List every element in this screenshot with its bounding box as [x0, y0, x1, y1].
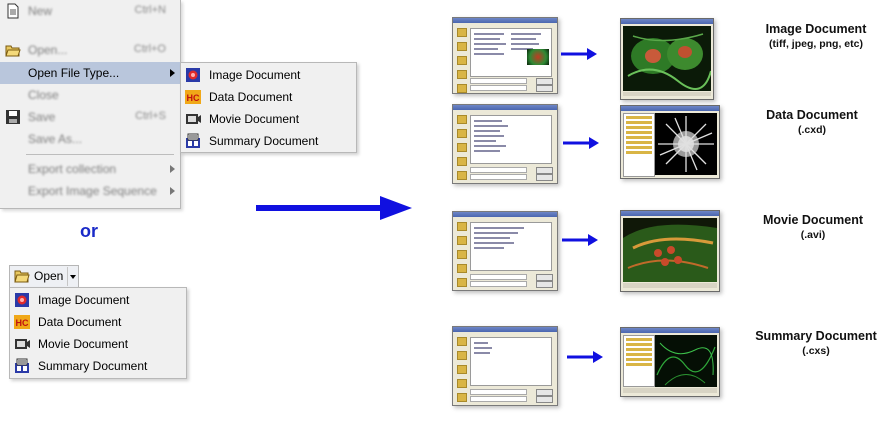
- open-dialog-data: [452, 104, 558, 184]
- chevron-down-icon: [70, 275, 76, 279]
- data-tree-panel: [623, 113, 655, 177]
- menu-item-export-image-sequence[interactable]: Export Image Sequence: [0, 180, 180, 202]
- submenu-item-data-document[interactable]: HC Data Document: [185, 90, 293, 104]
- dropdown-item-data-document[interactable]: HC Data Document: [14, 315, 122, 329]
- arrow-right-icon: [567, 351, 603, 363]
- open-folder-icon: [14, 270, 30, 283]
- svg-text:HC: HC: [16, 318, 29, 328]
- star-specimen-image: [655, 113, 717, 175]
- summary-document-window: [620, 327, 720, 397]
- menu-item-save-as[interactable]: Save As...: [28, 132, 83, 146]
- submenu-arrow-icon: [170, 165, 175, 173]
- movie-document-icon: [186, 114, 201, 124]
- submenu-arrow-icon: [170, 69, 175, 77]
- menu-item-open-file-type[interactable]: Open File Type...: [0, 62, 180, 84]
- big-arrow-icon: [256, 196, 412, 220]
- open-dropdown-toggle[interactable]: [67, 267, 78, 286]
- menu-item-open[interactable]: Open... Ctrl+O: [0, 39, 180, 61]
- menu-item-close[interactable]: Close: [28, 88, 59, 102]
- open-file-type-submenu: Image Document HC Data Document Movie Do…: [180, 62, 357, 153]
- caption-summary-document: Summary Document (.cxs): [755, 329, 877, 357]
- submenu-item-image-document[interactable]: Image Document: [181, 64, 356, 86]
- image-document-icon: [15, 293, 29, 307]
- data-document-icon: HC: [14, 315, 30, 329]
- data-document-icon: HC: [185, 90, 201, 104]
- open-dialog-image: [452, 17, 558, 94]
- dropdown-item-image-document[interactable]: Image Document: [10, 289, 186, 311]
- open-dialog-summary: [452, 326, 558, 406]
- new-file-icon: [7, 3, 19, 19]
- caption-image-document: Image Document (tiff, jpeg, png, etc): [765, 22, 867, 50]
- arrow-right-icon: [563, 137, 599, 149]
- dropdown-item-summary-document[interactable]: Summary Document: [10, 355, 186, 377]
- summary-image: [655, 335, 717, 387]
- summary-tree-panel: [623, 335, 655, 387]
- file-menu: New Ctrl+N Open... Ctrl+O Open File Type…: [0, 0, 181, 209]
- summary-document-icon: [186, 133, 200, 148]
- submenu-item-summary-document[interactable]: Summary Document: [181, 130, 356, 152]
- svg-text:HC: HC: [187, 93, 200, 103]
- caption-movie-document: Movie Document (.avi): [762, 213, 863, 241]
- summary-document-icon: [15, 358, 29, 373]
- movie-document-icon: [15, 339, 30, 349]
- submenu-item-movie-document[interactable]: Movie Document: [181, 108, 356, 130]
- image-document-window: [620, 18, 714, 100]
- movie-frame-image: [623, 218, 717, 282]
- image-document-icon: [186, 68, 200, 82]
- data-document-window: [620, 105, 720, 179]
- open-dropdown-menu: Image Document HC Data Document Movie Do…: [9, 287, 187, 379]
- open-folder-icon: [5, 45, 21, 57]
- menu-item-new[interactable]: New Ctrl+N: [0, 0, 180, 22]
- arrow-right-icon: [561, 48, 597, 60]
- cell-image: [623, 26, 711, 91]
- dropdown-item-movie-document[interactable]: Movie Document: [10, 333, 186, 355]
- movie-player-controls: [623, 283, 717, 288]
- caption-data-document: Data Document (.cxd): [766, 108, 858, 136]
- menu-item-save[interactable]: Save Ctrl+S: [0, 106, 180, 128]
- menu-separator: [26, 154, 174, 155]
- menu-item-export-collection[interactable]: Export collection: [0, 158, 180, 180]
- open-button[interactable]: Open: [9, 265, 79, 288]
- or-label: or: [80, 221, 98, 241]
- submenu-arrow-icon: [170, 187, 175, 195]
- save-disk-icon: [6, 110, 20, 124]
- movie-document-window: [620, 210, 720, 292]
- arrow-right-icon: [562, 234, 598, 246]
- open-dialog-movie: [452, 211, 558, 291]
